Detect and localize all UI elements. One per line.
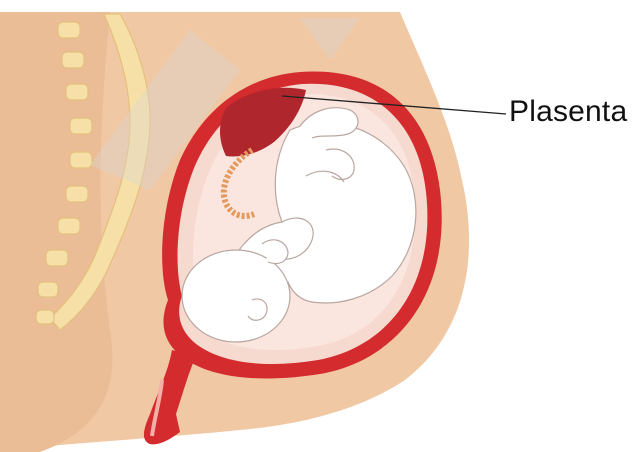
placenta-label: Plasenta — [509, 95, 627, 129]
back-shading — [0, 12, 112, 452]
